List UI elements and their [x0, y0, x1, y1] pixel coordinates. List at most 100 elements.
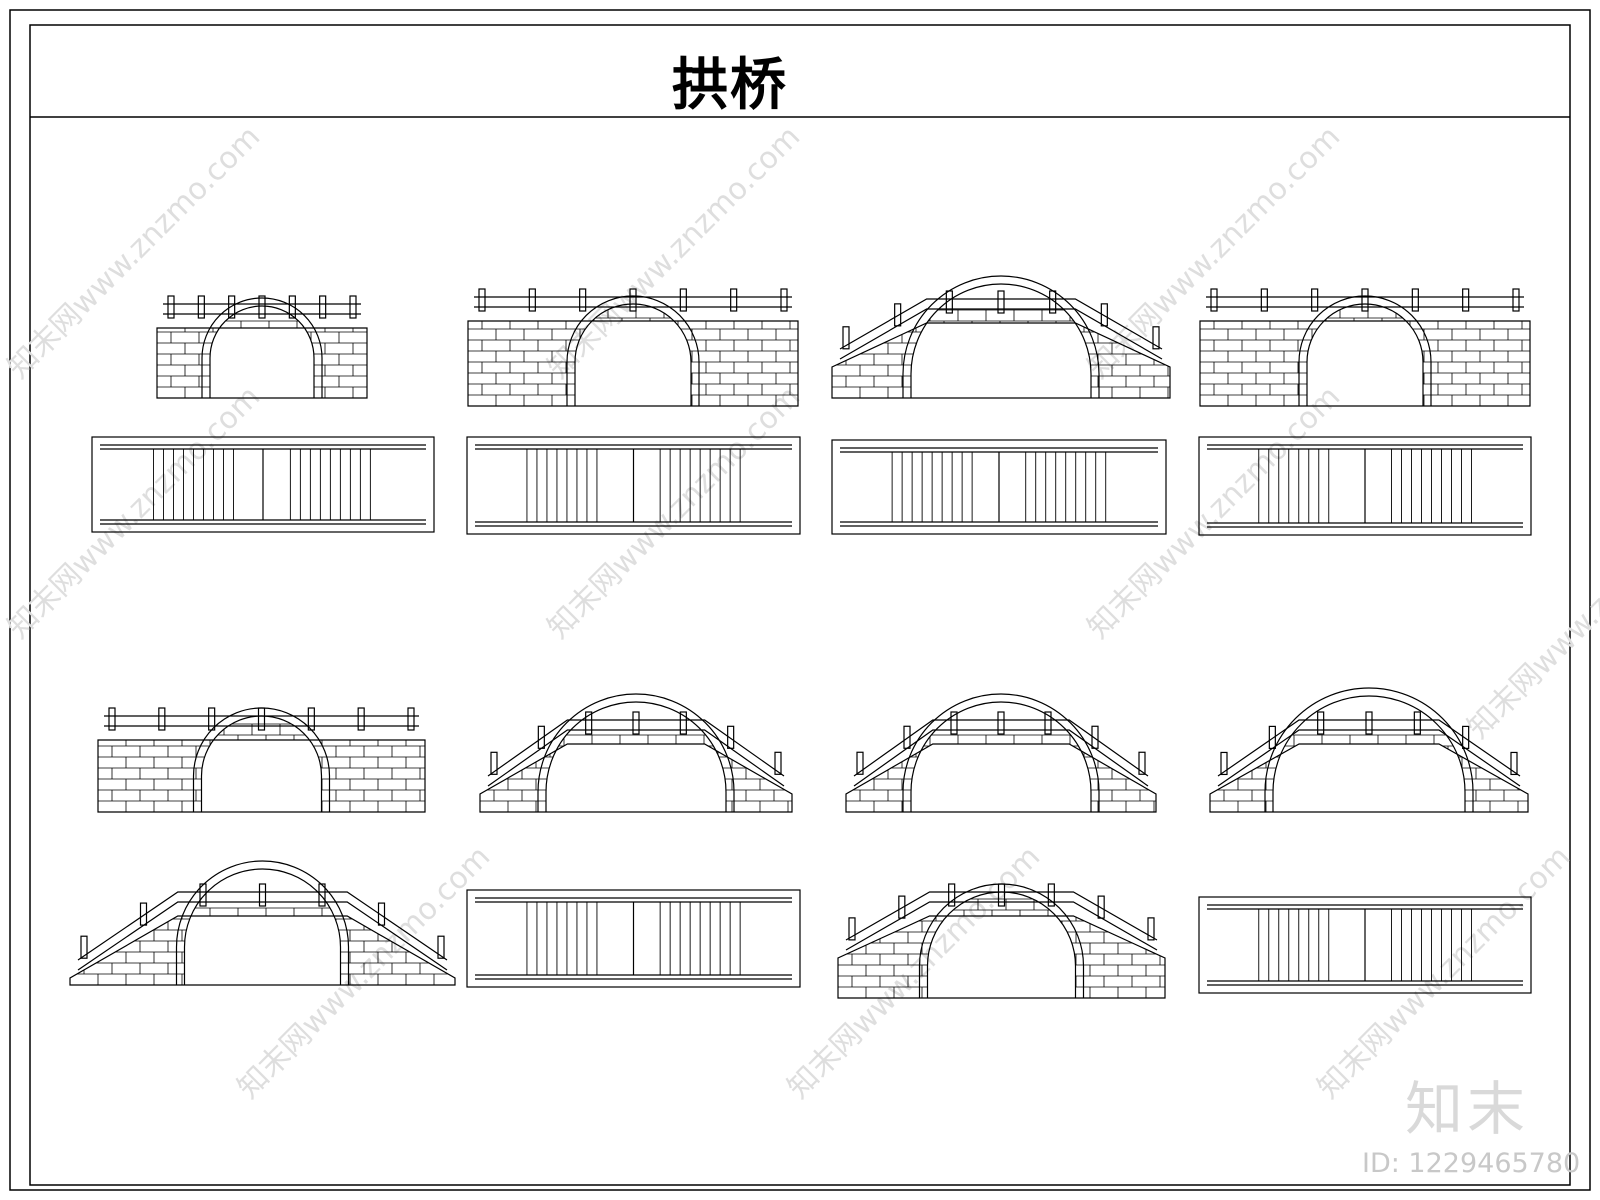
- bridge-elevation: [156, 295, 368, 399]
- bridge-body: [837, 915, 1166, 999]
- railing-top: [845, 891, 1158, 941]
- railing: [104, 707, 419, 731]
- railing-post: [1260, 288, 1268, 312]
- plan-deck-slabs: [526, 449, 741, 522]
- watermark-text: 知末网www.znzmo.com: [1, 379, 267, 645]
- railing-post: [318, 883, 326, 907]
- railing-post: [679, 711, 687, 735]
- arch-opening: [209, 305, 315, 398]
- railing-post: [1317, 711, 1325, 735]
- drawing-id-label: ID: 1229465780: [1362, 1148, 1581, 1179]
- railing-post: [1152, 326, 1160, 350]
- watermark-text: 知末网www.znzmo.com: [1081, 379, 1347, 645]
- railing-post: [139, 902, 148, 926]
- watermark-text: 知末网www.znzmo.com: [541, 379, 807, 645]
- watermark-logo: 知末: [1405, 1075, 1530, 1143]
- bridge-plan: [831, 439, 1167, 535]
- railing-post: [1091, 725, 1099, 749]
- railing-post: [1220, 751, 1228, 776]
- railing-post: [528, 288, 536, 312]
- railing-post: [1413, 711, 1421, 735]
- railing-post: [108, 707, 116, 731]
- brick-courses: [480, 734, 792, 812]
- railing-post: [848, 917, 856, 941]
- railing-top: [839, 298, 1163, 350]
- railing-post: [537, 725, 545, 749]
- railing-post: [319, 295, 327, 319]
- arch-opening: [910, 283, 1092, 398]
- railing-post: [679, 288, 687, 312]
- railing-post: [1512, 288, 1520, 312]
- arch-opening: [183, 868, 342, 985]
- brick-courses: [98, 723, 425, 812]
- bridge-body: [479, 743, 793, 813]
- bridge-body: [1199, 320, 1531, 407]
- railing-post: [1411, 288, 1419, 312]
- railing-post: [1210, 288, 1218, 312]
- railing-post: [288, 295, 296, 319]
- bridge-elevation: [1199, 288, 1531, 407]
- railing-post: [1462, 288, 1470, 312]
- bridge-plan: [466, 889, 801, 988]
- railing-post: [774, 751, 782, 775]
- arch-ring: [1264, 687, 1474, 812]
- plan-outline: [831, 439, 1167, 535]
- railing-mid: [853, 729, 1149, 787]
- arch-ring: [902, 275, 1100, 398]
- railing-post: [1311, 288, 1319, 312]
- railing-post: [1361, 288, 1369, 312]
- railing-post: [629, 288, 637, 312]
- railing-post: [377, 902, 386, 926]
- railing-post: [307, 707, 315, 731]
- railing-post: [407, 707, 415, 731]
- railing-post: [228, 295, 236, 319]
- railing-post: [208, 707, 216, 731]
- railing-post: [948, 883, 956, 907]
- railing-post: [894, 303, 902, 327]
- railing-post: [1147, 917, 1155, 941]
- arch-ring: [1298, 295, 1432, 406]
- plan-deck-slabs: [1258, 909, 1473, 981]
- plan-deck-slabs: [1258, 449, 1473, 523]
- railing-post: [585, 711, 593, 735]
- plan-outline: [466, 889, 801, 988]
- railing-post: [258, 883, 267, 907]
- plan-outline: [1198, 436, 1532, 536]
- bridge-elevation: [97, 707, 426, 813]
- railing-post: [167, 295, 175, 319]
- railing-post: [349, 295, 357, 319]
- arch-opening: [1306, 303, 1424, 406]
- railing-post: [257, 707, 266, 731]
- plan-deck-slabs: [891, 452, 1107, 522]
- bridge-elevation: [845, 693, 1157, 813]
- railing-post: [1047, 883, 1055, 907]
- arch-opening: [545, 701, 727, 812]
- railing-post: [950, 711, 958, 735]
- railing-post: [898, 895, 906, 919]
- railing: [487, 711, 785, 787]
- railing-post: [478, 288, 486, 312]
- railing: [839, 290, 1163, 360]
- arch-ring: [902, 693, 1100, 812]
- arch-opening: [910, 701, 1092, 812]
- drawing-title: 拱桥: [672, 53, 788, 118]
- watermark-text: 知末网www.znzmo.com: [1, 119, 267, 385]
- plan-outline: [466, 436, 801, 535]
- brick-courses: [1200, 306, 1530, 406]
- brick-courses: [846, 734, 1156, 812]
- railing-post: [903, 725, 911, 749]
- railing-post: [1462, 725, 1470, 749]
- railing-post: [579, 288, 587, 312]
- railing-mid: [1217, 729, 1521, 787]
- railing-post: [1268, 725, 1276, 749]
- watermark-text: 知末网www.znzmo.com: [541, 119, 807, 385]
- railing-post: [490, 751, 498, 775]
- railing: [474, 288, 792, 312]
- railing-post: [1510, 751, 1518, 776]
- railing-post: [727, 725, 735, 749]
- railing-mid: [487, 729, 785, 787]
- railing: [845, 883, 1158, 951]
- bridge-plan: [466, 436, 801, 535]
- railing: [163, 295, 361, 319]
